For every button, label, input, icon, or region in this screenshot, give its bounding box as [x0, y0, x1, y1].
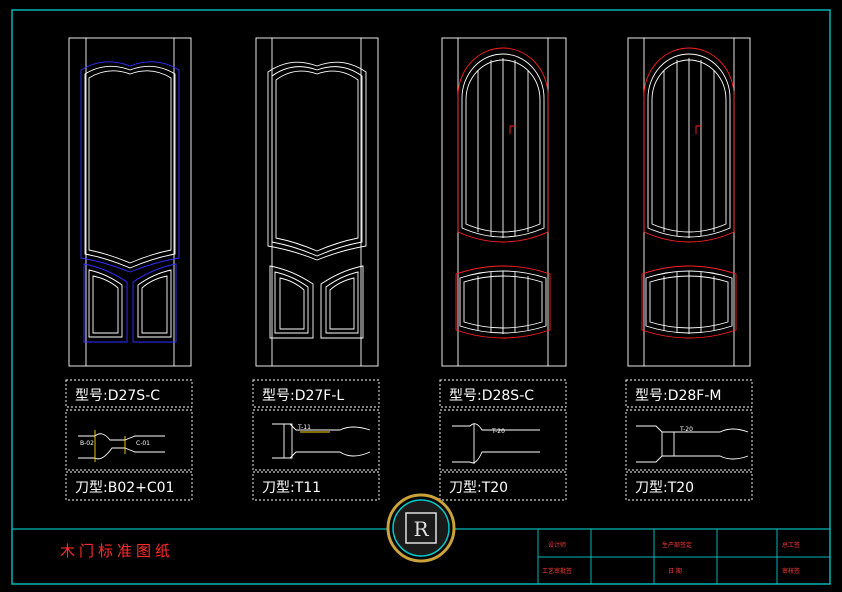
title-cell-process: 工艺审批签 [542, 568, 573, 575]
title-cell-review: 审核签 [782, 568, 801, 575]
svg-text:R: R [413, 517, 429, 541]
door4-blade: 刀型:T20 [635, 480, 695, 496]
door2-tag: T-11 [298, 424, 311, 431]
title-cell-production: 生产部签定 [662, 542, 693, 549]
door4-tag: T-20 [680, 426, 693, 433]
title-cell-chief: 总工签 [782, 542, 801, 549]
door2-model: 型号:D27F-L [262, 388, 345, 404]
door2-blade: 刀型:T11 [262, 480, 322, 496]
company-logo: R [386, 493, 456, 563]
door-d27s-c [65, 37, 193, 501]
title-cell-designer: 设计师 [548, 542, 567, 549]
drawing-frame [11, 9, 831, 585]
door-d28f-m [625, 37, 753, 501]
door1-tag-c01: C-01 [136, 440, 150, 447]
title-cell-date: 日 期 [668, 568, 682, 575]
door4-model: 型号:D28F-M [635, 388, 722, 404]
door-d27f-l [252, 37, 380, 501]
door3-model: 型号:D28S-C [449, 388, 535, 404]
door1-blade: 刀型:B02+C01 [75, 480, 175, 496]
drawing-title: 木门标准图纸 [60, 542, 175, 560]
door1-tag-b02: B-02 [80, 440, 94, 447]
door3-tag: T-20 [492, 428, 505, 435]
door-d28s-c [439, 37, 567, 501]
door1-model: 型号:D27S-C [75, 388, 161, 404]
door3-blade: 刀型:T20 [449, 480, 509, 496]
